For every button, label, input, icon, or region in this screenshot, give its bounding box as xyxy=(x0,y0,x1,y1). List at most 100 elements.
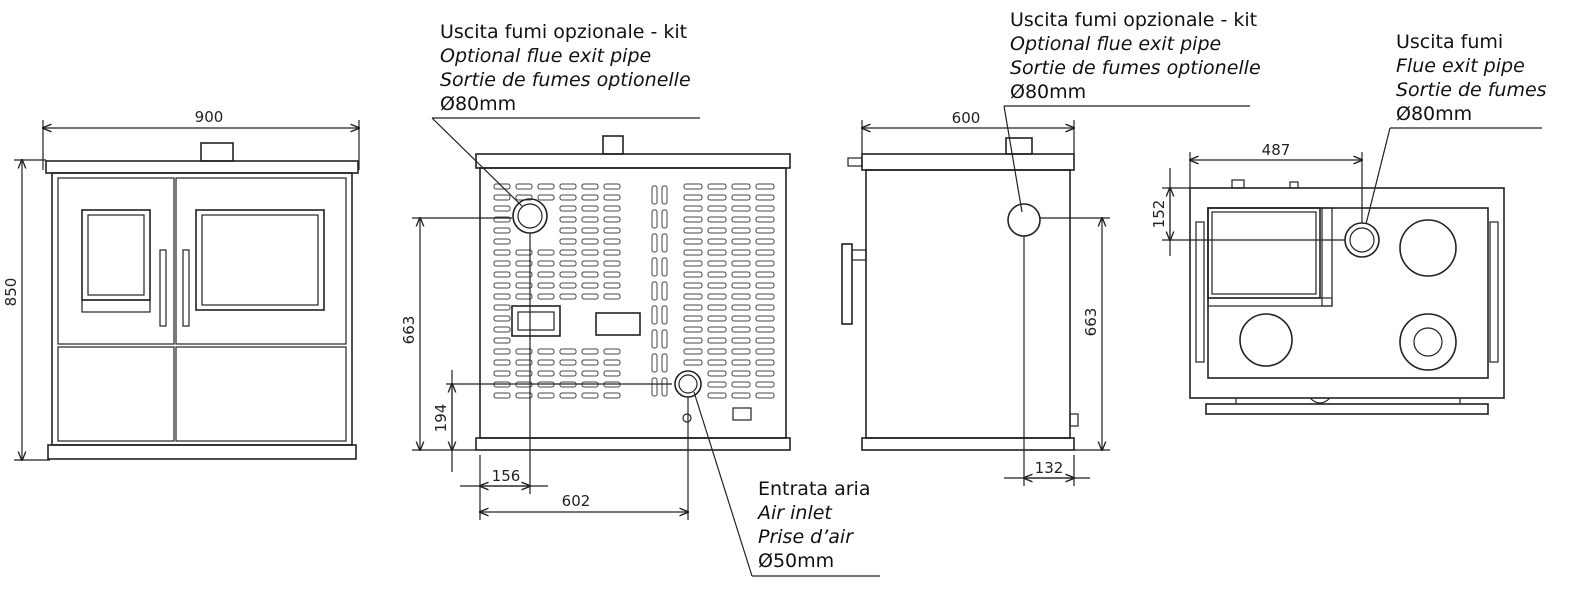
vent-slot xyxy=(731,260,751,267)
back-stove-body xyxy=(475,135,791,451)
vent-slot xyxy=(559,293,577,300)
vent-slot xyxy=(493,271,511,278)
vent-slot xyxy=(683,260,703,267)
vent-slot xyxy=(683,216,703,223)
vent-slot xyxy=(581,392,599,399)
vent-slot xyxy=(493,260,511,267)
vent-slot xyxy=(581,249,599,256)
back-air-inlet-height-value: 194 xyxy=(432,404,450,433)
vent-slot xyxy=(731,315,751,322)
side-handle xyxy=(841,243,853,325)
vent-slot xyxy=(707,348,727,355)
vent-slot xyxy=(755,370,775,377)
vent-slot xyxy=(755,337,775,344)
vent-slot xyxy=(661,233,668,253)
vent-slot xyxy=(493,205,511,212)
vent-slot xyxy=(731,337,751,344)
front-height-dimension: 850 xyxy=(2,160,50,460)
vent-slot xyxy=(731,194,751,201)
vent-slot xyxy=(581,194,599,201)
callout-optional-flue-side-fr: Sortie de fumes optionelle xyxy=(1010,57,1261,79)
vent-slot xyxy=(651,257,658,277)
back-top-edge xyxy=(475,153,791,169)
vent-slot xyxy=(537,194,555,201)
callout-optional-flue-back-en: Optional flue exit pipe xyxy=(440,45,651,67)
front-width-dimension: 900 xyxy=(43,108,359,170)
vent-slot xyxy=(683,315,703,322)
vent-slot xyxy=(683,271,703,278)
vent-slot xyxy=(603,392,621,399)
back-view: 663 194 156 602 Uscita fumi opzionale - … xyxy=(400,21,880,577)
vent-slot xyxy=(493,359,511,366)
side-depth-value: 600 xyxy=(952,109,981,127)
top-right-grille xyxy=(1489,221,1499,363)
callout-optional-flue-back-fr: Sortie de fumes optionelle xyxy=(440,69,691,91)
vent-slot xyxy=(559,282,577,289)
side-plinth xyxy=(861,437,1075,451)
vent-slot xyxy=(707,271,727,278)
vent-slot xyxy=(755,359,775,366)
vent-slot xyxy=(603,205,621,212)
vent-slot xyxy=(755,205,775,212)
front-height-value: 850 xyxy=(2,278,20,307)
vent-slot xyxy=(581,271,599,278)
top-flue-offset-y-dimension: 152 xyxy=(1150,168,1345,256)
vent-slot xyxy=(731,238,751,245)
vent-slot xyxy=(581,205,599,212)
vent-slot xyxy=(661,305,668,325)
vent-slot xyxy=(559,249,577,256)
vent-slot xyxy=(537,271,555,278)
vent-slot xyxy=(707,194,727,201)
vent-slot xyxy=(731,282,751,289)
side-height-dimension: 663 xyxy=(1040,218,1110,450)
vent-slot xyxy=(683,183,703,190)
vent-slot xyxy=(537,293,555,300)
vent-slot xyxy=(603,260,621,267)
vent-slot xyxy=(559,348,577,355)
vent-slot xyxy=(493,326,511,333)
vent-slot xyxy=(493,315,511,322)
vent-slot xyxy=(707,249,727,256)
vent-slot xyxy=(707,282,727,289)
vent-slot xyxy=(755,194,775,201)
vent-slot xyxy=(707,216,727,223)
front-view: 900 850 xyxy=(2,108,359,460)
callout-optional-flue-side: Uscita fumi opzionale - kit Optional flu… xyxy=(1003,9,1261,213)
vent-slot xyxy=(707,326,727,333)
vent-slot xyxy=(707,227,727,234)
vent-slot xyxy=(755,392,775,399)
vent-slot xyxy=(755,227,775,234)
side-optional-flue-hole xyxy=(1007,203,1041,237)
vent-slot xyxy=(581,370,599,377)
vent-slot xyxy=(683,359,703,366)
vent-slot xyxy=(683,337,703,344)
vent-slot xyxy=(683,326,703,333)
vent-slot xyxy=(603,348,621,355)
vent-slot xyxy=(651,305,658,325)
vent-slot xyxy=(661,257,668,277)
vent-slot xyxy=(537,370,555,377)
top-view: 487 152 Uscita fumi Flue exit pipe Sorti… xyxy=(1150,31,1547,415)
vent-slot xyxy=(731,392,751,399)
vent-slot xyxy=(493,337,511,344)
back-flue-offset-dimension: 156 xyxy=(460,233,548,520)
vent-slot xyxy=(581,238,599,245)
vent-slot xyxy=(493,227,511,234)
vent-slot xyxy=(707,370,727,377)
side-offset-dimension: 132 xyxy=(1004,236,1090,486)
callout-flue-top-en: Flue exit pipe xyxy=(1396,55,1525,77)
vent-slot xyxy=(707,359,727,366)
vent-slot xyxy=(651,209,658,229)
vent-slot xyxy=(493,348,511,355)
vent-slot xyxy=(515,271,533,278)
vent-slot xyxy=(515,293,533,300)
vent-slot xyxy=(493,392,511,399)
vent-slot xyxy=(515,348,533,355)
front-firebox-glass xyxy=(81,209,151,301)
vent-slot xyxy=(603,271,621,278)
vent-slot xyxy=(537,183,555,190)
vent-slot xyxy=(683,282,703,289)
vent-slot xyxy=(731,381,751,388)
side-panel xyxy=(865,169,1071,439)
